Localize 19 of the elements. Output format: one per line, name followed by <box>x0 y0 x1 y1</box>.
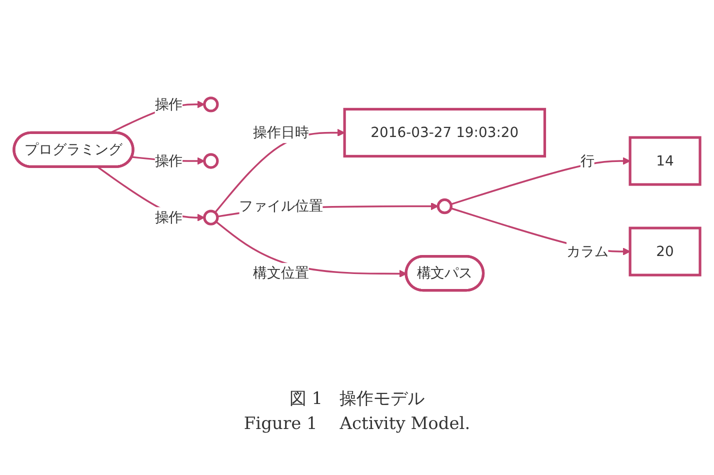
arrow <box>450 158 630 206</box>
edge-label: 操作 <box>154 152 183 170</box>
arrow <box>216 221 407 278</box>
node-circle <box>203 96 219 113</box>
edge-label: 操作日時 <box>253 124 309 141</box>
node-box: 20 <box>628 227 702 277</box>
node-circle <box>203 154 219 170</box>
node-circle <box>436 198 452 214</box>
edge-label: 行 <box>580 152 594 170</box>
node-box: 14 <box>628 136 702 186</box>
edge-label: 操作 <box>154 96 183 113</box>
figure-caption: 図 1 操作モデル <box>288 388 426 410</box>
edge-label: カラム <box>566 243 608 260</box>
node-circle <box>203 210 219 226</box>
node-box: 2016-03-27 19:03:20 <box>343 108 546 158</box>
edge-label: 構文位置 <box>253 264 309 282</box>
figure-caption-english: Figure 1 Activity Model. <box>244 413 470 435</box>
edge-label: ファイル位置 <box>239 198 323 214</box>
edge-label: 操作 <box>154 209 183 226</box>
